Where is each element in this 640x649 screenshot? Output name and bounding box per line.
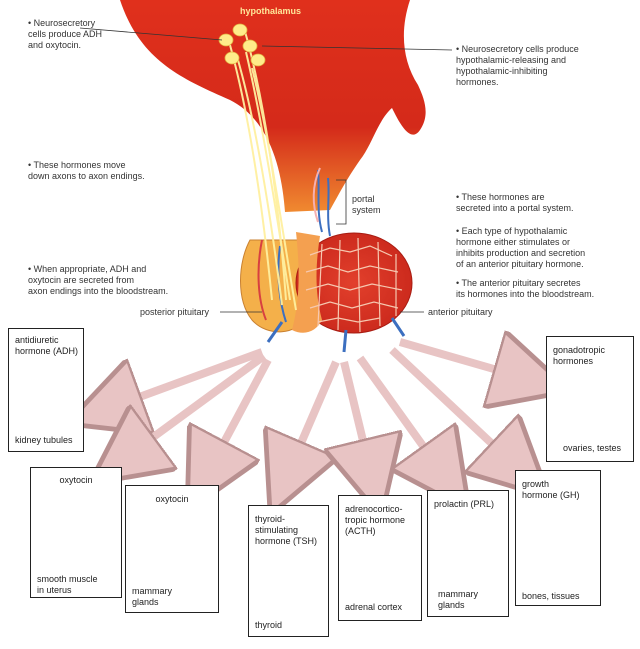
organ-label: ovaries, testes [563,443,622,453]
capillary-network [305,237,403,333]
anterior-pituitary-label: anterior pituitary [428,307,493,317]
posterior-pituitary-label: posterior pituitary [140,307,210,317]
note-move-down-axons: • These hormones move down axons to axon… [28,160,145,181]
target-box-acth: adrenocortico- tropic hormone (ACTH) adr… [338,495,422,621]
hormone-label: oxytocin [155,494,189,504]
hypothalamus-shape [120,0,426,212]
axons [229,27,297,311]
hypothalamus-label: hypothalamus [240,6,302,16]
note-portal-system: • These hormones are secreted into a por… [456,192,574,213]
target-box-adh: antidiuretic hormone (ADH) kidney tubule… [8,328,84,452]
note-anterior-secretes: • The anterior pituitary secretes its ho… [456,278,595,299]
hormone-arrows [104,342,532,478]
note-each-type: • Each type of hypothalamic hormone eith… [456,226,586,269]
anterior-pituitary-shape [295,232,413,334]
organ-label: mammary glands [132,586,172,607]
organ-label: thyroid [255,620,283,630]
portal-vessels [317,169,331,237]
hormone-label: antidiuretic hormone (ADH) [15,335,79,356]
target-box-prolactin: prolactin (PRL) mammary glands [427,490,509,617]
hormone-label: oxytocin [59,475,93,485]
target-box-oxytocin-mammary: oxytocin mammary glands [125,485,219,613]
target-box-growth-hormone: growth hormone (GH) bones, tissues [515,470,601,606]
target-box-gonadotropic: gonadotropic hormones ovaries, testes [546,336,634,462]
hormone-label: growth hormone (GH) [522,479,580,500]
organ-label: adrenal cortex [345,602,403,612]
organ-label: kidney tubules [15,435,73,445]
organ-label: bones, tissues [522,591,580,601]
hormone-label: prolactin (PRL) [434,499,495,509]
organ-label: mammary glands [438,589,478,610]
note-when-appropriate: • When appropriate, ADH and oxytocin are… [28,264,169,296]
hormone-label: adrenocortico- tropic hormone (ACTH) [345,504,406,536]
organ-label: smooth muscle in uterus [37,574,98,595]
target-box-tsh: thyroid- stimulating hormone (TSH) thyro… [248,505,329,637]
hormone-label: gonadotropic hormones [553,345,606,366]
hormone-label: thyroid- stimulating hormone (TSH) [255,514,318,546]
note-releasing-hormones: • Neurosecretory cells produce hypothala… [456,44,579,87]
note-adh-oxytocin: • Neurosecretory cells produce ADH and o… [28,18,103,50]
neurosecretory-cells [218,23,266,67]
portal-system-label: portal system [352,194,381,215]
target-box-oxytocin-uterus: oxytocin smooth muscle in uterus [30,467,122,598]
